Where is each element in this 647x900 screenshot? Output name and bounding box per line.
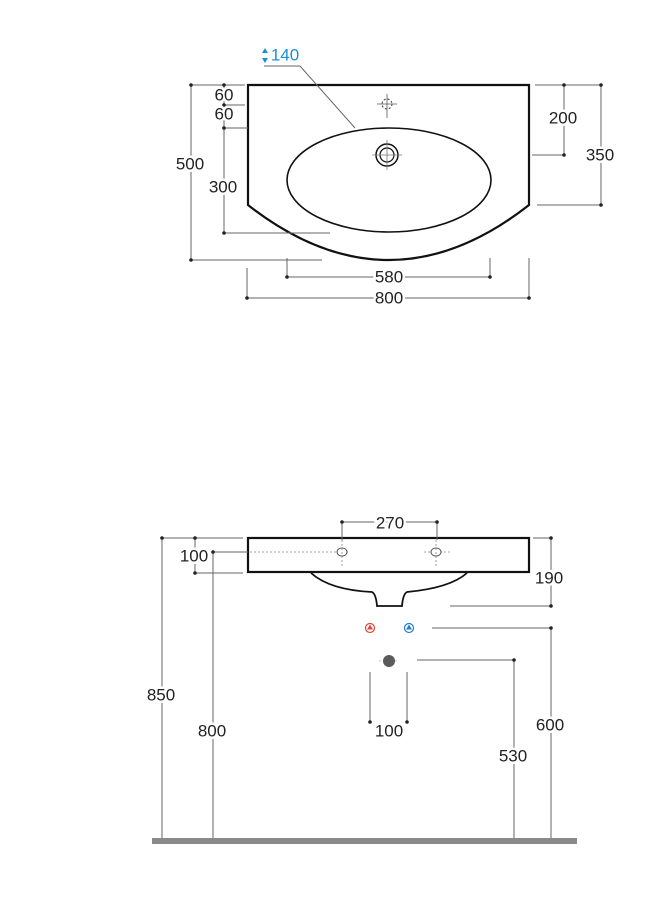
dim-200: 200: [549, 108, 577, 127]
dim-850: 850: [147, 685, 175, 704]
depth-label: 140: [271, 45, 299, 64]
dim-300: 300: [209, 177, 237, 196]
dim-100-bottom: 100: [375, 721, 403, 740]
cold-water-icon: [403, 622, 415, 634]
dim-800-top: 800: [375, 288, 403, 307]
dim-500: 500: [176, 154, 204, 173]
basin-bowl-profile: [310, 572, 468, 607]
drain-icon: [372, 140, 402, 170]
top-view: 140 500 60 60 300 580 800: [173, 43, 616, 310]
front-view: 270 850 100 800 190: [144, 511, 577, 844]
dim-60-b: 60: [215, 104, 234, 123]
dim-600: 600: [536, 715, 564, 734]
floor-line: [152, 838, 577, 844]
dim-270: 270: [376, 513, 404, 532]
hot-water-icon: [364, 622, 376, 634]
depth-callout: 140: [262, 43, 356, 129]
dim-100-top: 100: [180, 546, 208, 565]
basin-slab: [246, 536, 531, 574]
dim-530: 530: [499, 746, 527, 765]
tap-hole-left-icon: [336, 540, 348, 566]
dim-60-a: 60: [215, 85, 234, 104]
bowl-oval: [286, 127, 492, 233]
tap-hole-right-icon: [430, 540, 442, 566]
dim-580: 580: [375, 267, 403, 286]
updown-arrow-icon: [262, 48, 268, 63]
dim-800-front: 800: [198, 721, 226, 740]
dim-190: 190: [535, 568, 563, 587]
tap-hole-icon: [377, 94, 397, 118]
dim-350: 350: [586, 145, 614, 164]
waste-drain-icon: [379, 655, 399, 667]
